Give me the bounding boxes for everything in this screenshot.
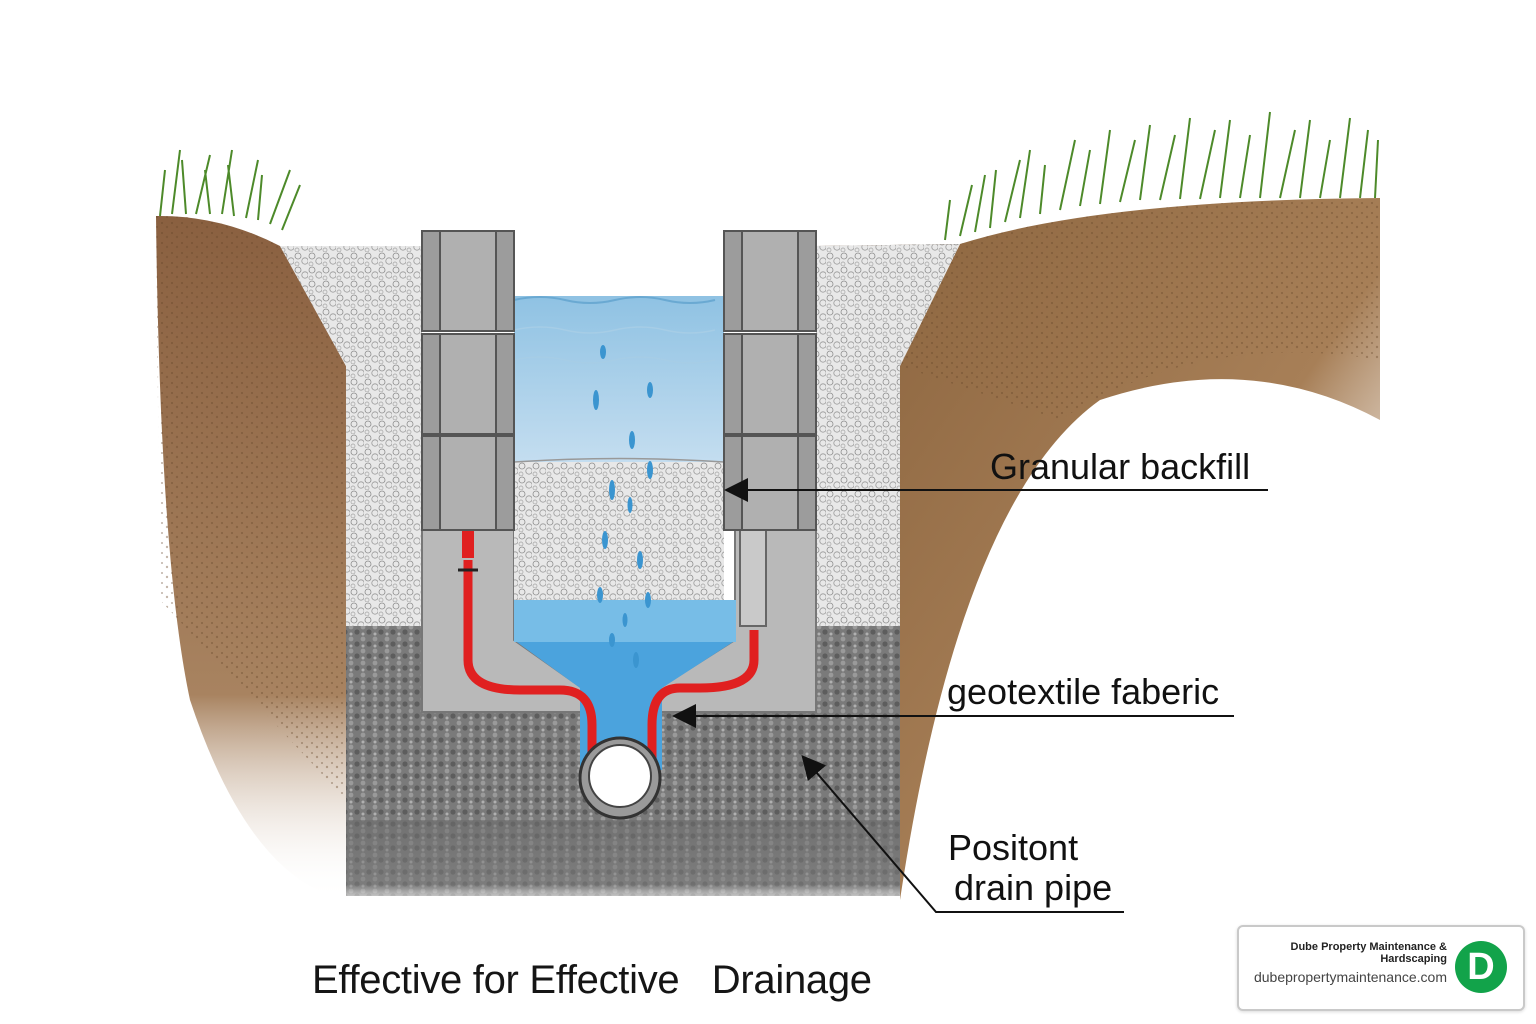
drain-pipe-icon — [578, 736, 662, 820]
red-membrane — [463, 560, 597, 770]
brand-url[interactable]: dubepropertymaintenance.com — [1253, 969, 1447, 985]
water-column — [514, 296, 724, 466]
label-granular-backfill: Granular backfill — [990, 446, 1251, 487]
channel-water — [514, 600, 736, 770]
grass-icon — [159, 111, 1379, 241]
right-gravel-backfill — [816, 244, 960, 630]
brand-logo-icon: D — [1455, 941, 1507, 993]
label-drain-pipe-line2: drain pipe — [954, 867, 1113, 908]
left-gravel-backfill — [280, 246, 422, 630]
arrow-icon — [672, 478, 1268, 913]
diagram-caption: Effective for Effective Drainage — [312, 958, 872, 1002]
leader-pipe — [801, 754, 1124, 913]
left-block-stack — [421, 230, 515, 531]
label-geotextile-fabric: geotextile faberic — [947, 671, 1220, 712]
inner-gravel — [514, 462, 724, 602]
water-drop-icon — [593, 345, 653, 668]
brand-card[interactable]: Dube Property Maintenance & Hardscaping … — [1237, 925, 1525, 1011]
label-drain-pipe-line1: Positont — [948, 827, 1079, 868]
brand-name: Dube Property Maintenance & Hardscaping — [1290, 941, 1447, 965]
right-block-stack — [723, 230, 817, 531]
